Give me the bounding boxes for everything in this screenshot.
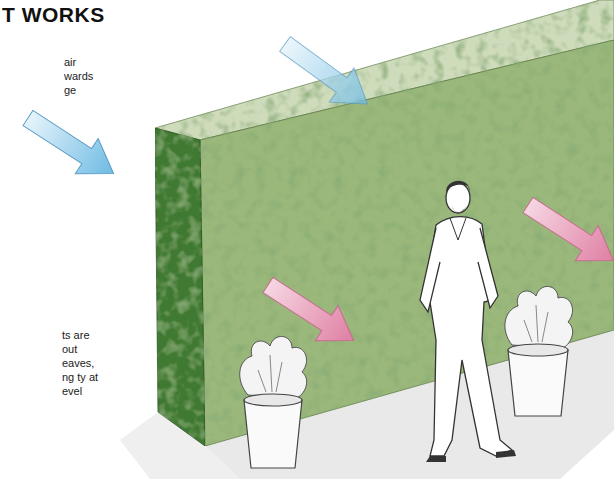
- person-beard: [452, 206, 466, 212]
- pot-rim: [244, 394, 302, 406]
- caption-note: air wards ge: [64, 55, 98, 97]
- potted-plant: [505, 286, 573, 416]
- person-arm: [420, 228, 440, 312]
- clean-air-arrow: [517, 187, 614, 278]
- potted-plant: [240, 336, 307, 468]
- person-shoe: [426, 456, 446, 462]
- pot-rim: [508, 344, 568, 356]
- plant-pot: [244, 400, 302, 468]
- plant-leaves: [240, 336, 307, 398]
- person: [420, 181, 516, 462]
- air-arrow: [273, 27, 380, 121]
- plant-pot: [508, 350, 568, 416]
- hedge-front: [200, 40, 614, 446]
- plant-stems: [258, 355, 282, 392]
- person-collar: [450, 218, 466, 240]
- hedge-end: [155, 128, 205, 446]
- plant-stems: [524, 305, 548, 342]
- caption-note: ts are out eaves, ng ty at evel: [62, 328, 100, 398]
- title-text: T WORKS: [2, 3, 105, 27]
- air-arrow: [17, 100, 125, 191]
- person-hair: [446, 181, 470, 192]
- person-shoe: [496, 450, 516, 458]
- person-arm: [478, 228, 498, 308]
- plant-leaves: [505, 286, 573, 348]
